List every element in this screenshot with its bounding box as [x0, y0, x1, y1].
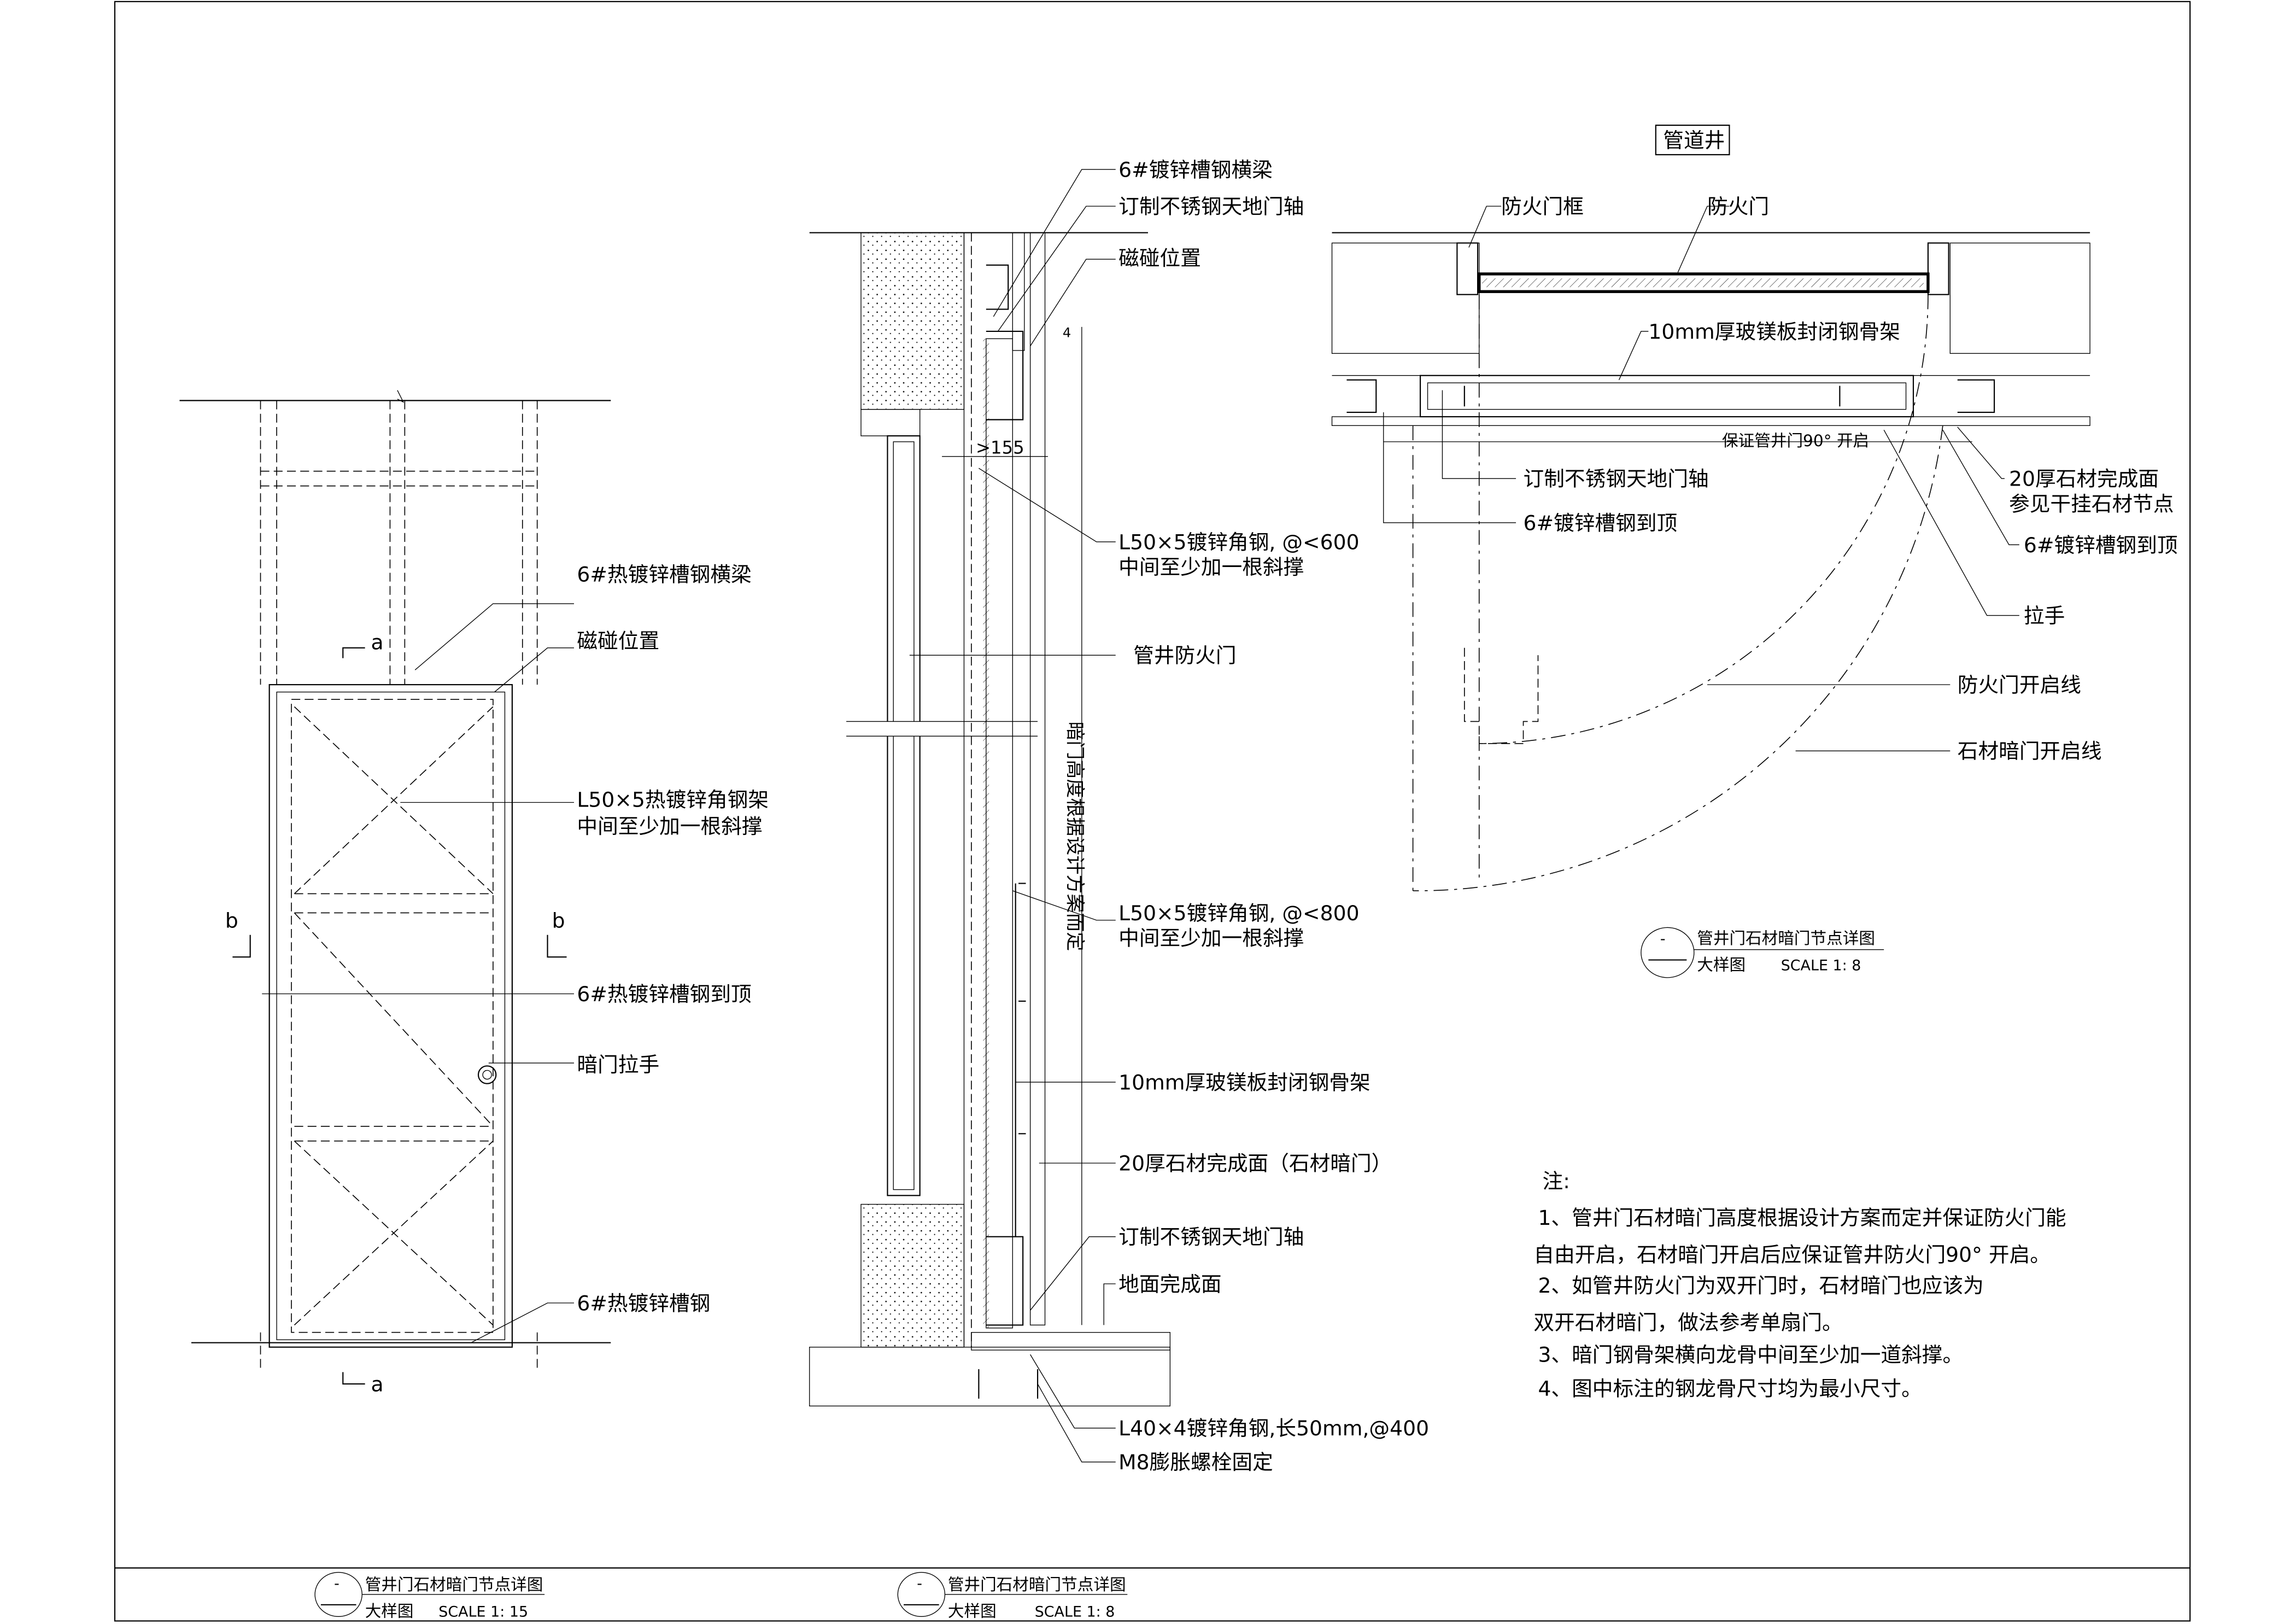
label-m-channel-beam: 6#镀锌槽钢横梁	[1118, 157, 1273, 182]
svg-text:自由开启，石材暗门开启后应保证管井防火门90° 开启。: 自由开启，石材暗门开启后应保证管井防火门90° 开启。	[1533, 1243, 2051, 1267]
label-m-angle-l40: L40×4镀锌角钢,长50mm,@400	[1118, 1416, 1429, 1440]
label-r-fire-door-frame: 防火门框	[1501, 195, 1584, 219]
svg-text:管井门石材暗门节点详图: 管井门石材暗门节点详图	[948, 1575, 1126, 1594]
left-elevation	[179, 390, 611, 1370]
svg-text:3、暗门钢骨架横向龙骨中间至少加一道斜撑。: 3、暗门钢骨架横向龙骨中间至少加一道斜撑。	[1538, 1343, 1963, 1367]
svg-text:SCALE 1: 15: SCALE 1: 15	[438, 1603, 528, 1620]
section-mark-a-bottom: a	[342, 1372, 384, 1396]
label-m-pivot-top: 订制不锈钢天地门轴	[1118, 195, 1304, 219]
label-r-fire-door: 防火门	[1707, 195, 1769, 219]
right-leaders	[1383, 206, 2019, 751]
label-channel-beam: 6#热镀锌槽钢横梁	[577, 563, 751, 587]
section-mark-b-right: b	[547, 908, 567, 958]
svg-text:-: -	[334, 1575, 339, 1592]
label-m-angle-800: L50×5镀锌角钢, @<800	[1118, 901, 1359, 925]
title-block-right: - 管井门石材暗门节点详图 大样图 SCALE 1: 8	[1641, 927, 1884, 978]
sheet-frame	[114, 1, 2191, 1622]
svg-text:-: -	[1660, 931, 1666, 948]
svg-text:2、如管井防火门为双开门时，石材暗门也应该为: 2、如管井防火门为双开门时，石材暗门也应该为	[1538, 1274, 1983, 1298]
section-mark-a-top: a	[342, 630, 384, 658]
title-block-left: - 管井门石材暗门节点详图 大样图 SCALE 1: 15	[314, 1572, 545, 1620]
label-r-stone-ref: 参见干挂石材节点	[2009, 492, 2174, 516]
label-m-floor-finish: 地面完成面	[1118, 1272, 1221, 1296]
title-block-middle: - 管井门石材暗门节点详图 大样图 SCALE 1: 8	[897, 1572, 1128, 1620]
label-r-channel-right: 6#镀锌槽钢到顶	[2024, 533, 2178, 557]
label-r-pivot: 订制不锈钢天地门轴	[1524, 467, 1709, 491]
room-label-pipe-shaft: 管道井	[1663, 128, 1725, 152]
label-r-stone-door-swing: 石材暗门开启线	[1958, 739, 2102, 763]
svg-text:b: b	[225, 908, 238, 932]
label-m-fire-door: 管井防火门	[1133, 644, 1236, 668]
label-m-angle-800-note: 中间至少加一根斜撑	[1118, 926, 1304, 950]
dimension-4: 4	[1063, 325, 1071, 341]
right-plan	[1331, 124, 2090, 891]
svg-text:a: a	[371, 630, 383, 655]
label-m-pivot-bottom: 订制不锈钢天地门轴	[1118, 1225, 1304, 1249]
svg-text:SCALE 1: 8: SCALE 1: 8	[1781, 957, 1861, 974]
middle-leaders	[909, 169, 1116, 1463]
label-channel-to-top: 6#热镀锌槽钢到顶	[577, 982, 751, 1006]
left-leaders	[262, 603, 574, 1343]
notes: 注: 1、管井门石材暗门高度根据设计方案而定并保证防火门能 自由开启，石材暗门开…	[1533, 1169, 2066, 1401]
label-door-handle: 暗门拉手	[577, 1053, 659, 1077]
label-r-90-open: 保证管井门90° 开启	[1722, 431, 1869, 450]
svg-text:管井门石材暗门节点详图: 管井门石材暗门节点详图	[1697, 929, 1875, 948]
svg-text:大样图: 大样图	[948, 1602, 997, 1620]
svg-text:b: b	[552, 908, 565, 932]
svg-text:1、管井门石材暗门高度根据设计方案而定并保证防火门能: 1、管井门石材暗门高度根据设计方案而定并保证防火门能	[1538, 1206, 2066, 1230]
label-r-fire-door-swing: 防火门开启线	[1958, 673, 2081, 697]
svg-text:-: -	[917, 1575, 922, 1592]
label-r-mgo-board: 10mm厚玻镁板封闭钢骨架	[1648, 319, 1900, 343]
svg-text:大样图: 大样图	[365, 1602, 414, 1620]
svg-text:大样图: 大样图	[1697, 955, 1746, 974]
label-m-stone-face: 20厚石材完成面（石材暗门）	[1118, 1152, 1392, 1176]
label-r-stone-face: 20厚石材完成面	[2009, 467, 2159, 491]
label-m-anchor-bolt: M8膨胀螺栓固定	[1118, 1450, 1273, 1474]
section-mark-b-left: b	[225, 908, 251, 958]
label-m-mgo-board: 10mm厚玻镁板封闭钢骨架	[1118, 1071, 1370, 1095]
dimension-155: >155	[976, 437, 1024, 458]
label-magnet-catch: 磁碰位置	[577, 629, 659, 653]
label-r-channel-left: 6#镀锌槽钢到顶	[1524, 511, 1678, 535]
svg-text:注:: 注:	[1543, 1169, 1570, 1193]
label-angle-frame: L50×5热镀锌角钢架	[577, 788, 769, 812]
label-m-angle-600-note: 中间至少加一根斜撑	[1118, 555, 1304, 579]
svg-text:双开石材暗门，做法参考单扇门。: 双开石材暗门，做法参考单扇门。	[1533, 1310, 1842, 1334]
middle-section	[809, 232, 1171, 1407]
label-m-magnet: 磁碰位置	[1118, 246, 1201, 270]
label-m-angle-600: L50×5镀锌角钢, @<600	[1118, 530, 1359, 554]
svg-text:4、图中标注的钢龙骨尺寸均为最小尺寸。: 4、图中标注的钢龙骨尺寸均为最小尺寸。	[1538, 1377, 1922, 1401]
vertical-height-note: 暗门高度根据设计方案而定	[1064, 721, 1086, 951]
svg-text:a: a	[371, 1372, 383, 1396]
svg-text:SCALE 1: 8: SCALE 1: 8	[1035, 1603, 1115, 1620]
svg-text:管井门石材暗门节点详图: 管井门石材暗门节点详图	[365, 1575, 543, 1594]
label-channel: 6#热镀锌槽钢	[577, 1291, 710, 1315]
label-angle-frame-note: 中间至少加一根斜撑	[577, 814, 762, 838]
label-r-handle: 拉手	[2024, 604, 2065, 628]
